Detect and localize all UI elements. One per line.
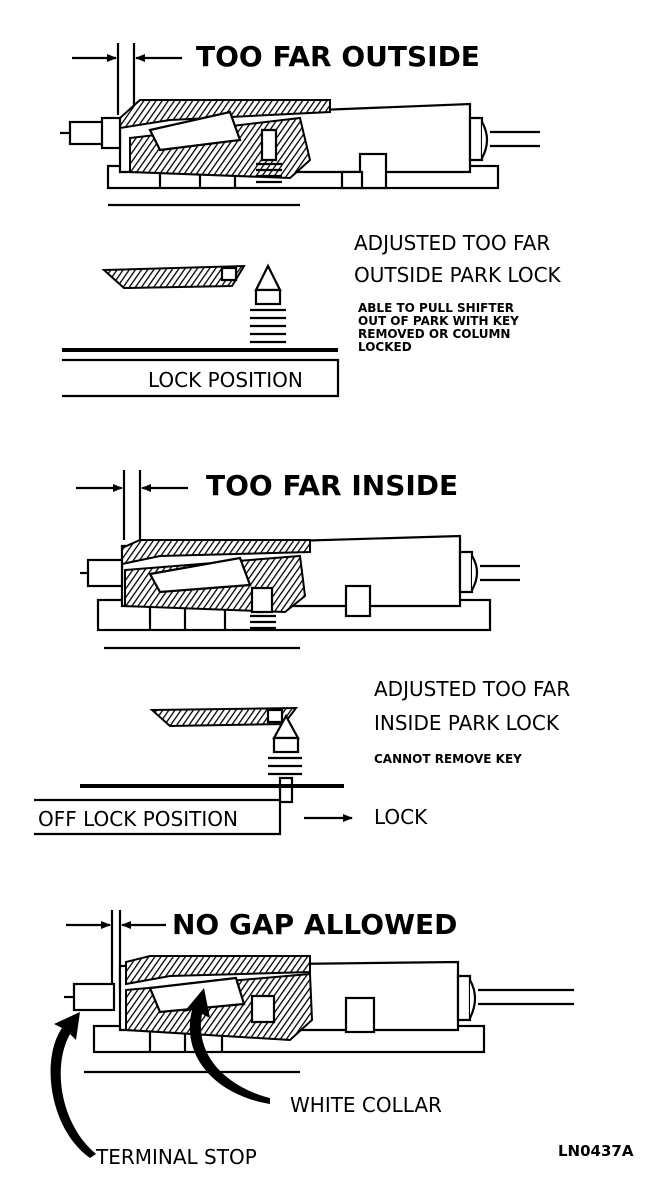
position-label-lock: LOCK POSITION [148, 368, 303, 392]
note-title-line-1: ADJUSTED TOO FAR [374, 677, 570, 701]
heading-too-far-inside: TOO FAR INSIDE [206, 469, 458, 502]
note-detail-line-1: CANNOT REMOVE KEY [374, 752, 522, 766]
curved-arrow-icon [184, 988, 270, 1104]
lock-detail-1 [62, 263, 340, 398]
note-title-line-1: ADJUSTED TOO FAR [354, 231, 550, 255]
note-title-line-2: INSIDE PARK LOCK [374, 711, 560, 735]
gap-arrow-icon [76, 470, 188, 540]
heading-too-far-outside: TOO FAR OUTSIDE [196, 40, 480, 73]
callout-terminal-stop: TERMINAL STOP [95, 1145, 257, 1169]
shifter-assembly-3 [64, 955, 574, 1074]
note-detail-line-4: LOCKED [358, 340, 412, 354]
gap-arrow-icon [72, 43, 182, 115]
curved-arrow-icon [50, 1012, 96, 1158]
section-too-far-outside: TOO FAR OUTSIDE [60, 40, 562, 398]
lock-detail-2 [34, 706, 353, 836]
shifter-assembly-1 [60, 99, 540, 207]
figure-id: LN0437A [558, 1142, 634, 1160]
note-title-line-2: OUTSIDE PARK LOCK [354, 263, 562, 287]
callout-white-collar: WHITE COLLAR [290, 1093, 442, 1117]
note-detail-line-2: OUT OF PARK WITH KEY [358, 314, 519, 328]
arrow-label-lock: LOCK [374, 805, 428, 829]
section-too-far-inside: TOO FAR INSIDE ADJUSTED TOO FAR INSIDE P… [34, 469, 570, 836]
note-detail-line-3: REMOVED OR COLUMN [358, 327, 510, 341]
heading-no-gap-allowed: NO GAP ALLOWED [172, 908, 457, 941]
note-detail-line-1: ABLE TO PULL SHIFTER [358, 301, 514, 315]
section-no-gap-allowed: NO GAP ALLOWED WHITE COLLAR TERMINAL STO… [50, 908, 574, 1169]
shifter-assembly-2 [80, 534, 520, 650]
position-label-off-lock: OFF LOCK POSITION [38, 807, 238, 831]
